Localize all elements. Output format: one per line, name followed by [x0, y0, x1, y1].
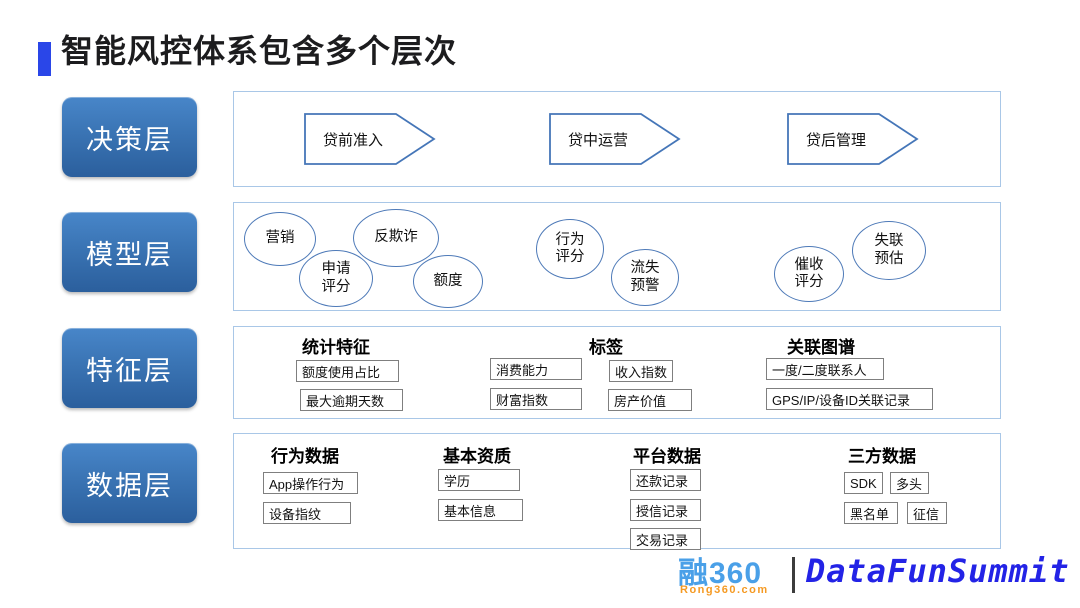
data-item: 交易记录 — [630, 528, 701, 550]
feature-group-header-tags: 标签 — [589, 338, 623, 357]
arrow-shape-icon — [787, 113, 919, 165]
feature-item: 消费能力 — [490, 358, 582, 380]
datafunsummit-logo: DataFunSummit — [806, 552, 1070, 590]
data-item: 征信 — [907, 502, 947, 524]
model-node-apply-score: 申请 评分 — [299, 250, 373, 307]
data-item: 黑名单 — [844, 502, 898, 524]
layer-chip-decision: 决策层 — [62, 97, 197, 177]
feature-item: 财富指数 — [490, 388, 582, 410]
decision-panel: 贷前准入 贷中运营 贷后管理 — [233, 91, 1001, 187]
footer-separator-bar — [792, 557, 795, 593]
data-item: 还款记录 — [630, 469, 701, 491]
stage-label: 贷后管理 — [805, 131, 866, 149]
data-item: 基本信息 — [438, 499, 523, 521]
feature-item: 额度使用占比 — [296, 360, 399, 382]
model-node-behavior-score: 行为 评分 — [536, 219, 604, 279]
arrow-shape-icon — [304, 113, 436, 165]
arrow-shape-icon — [549, 113, 681, 165]
data-item: App操作行为 — [263, 472, 358, 494]
model-node-lost-contact: 失联 预估 — [852, 221, 926, 280]
layer-label: 数据层 — [86, 470, 173, 501]
model-node-antifraud: 反欺诈 — [353, 209, 439, 267]
data-item: 设备指纹 — [263, 502, 351, 524]
feature-item: 收入指数 — [609, 360, 673, 382]
data-item: 学历 — [438, 469, 520, 491]
feature-item: 最大逾期天数 — [300, 389, 403, 411]
rong360-logo: 融360 — [678, 557, 763, 590]
stage-label: 贷中运营 — [567, 131, 628, 149]
feature-item: 房产价值 — [608, 389, 692, 411]
layer-label: 模型层 — [86, 239, 173, 270]
model-node-marketing: 营销 — [244, 212, 316, 266]
model-node-collection-score: 催收 评分 — [774, 246, 844, 302]
stage-label: 贷前准入 — [322, 131, 383, 149]
feature-group-header-graph: 关联图谱 — [787, 338, 855, 357]
layer-chip-data: 数据层 — [62, 443, 197, 523]
feature-panel: 统计特征 额度使用占比 最大逾期天数 标签 消费能力 财富指数 收入指数 房产价… — [233, 326, 1001, 419]
stage-arrow-midloan: 贷中运营 — [549, 113, 681, 165]
data-group-header-basic: 基本资质 — [443, 447, 511, 466]
rong360-logo-subtext: Rong360.com — [680, 584, 769, 596]
data-item: SDK — [844, 472, 883, 494]
model-node-churn-warning: 流失 预警 — [611, 249, 679, 306]
data-group-header-behavior: 行为数据 — [271, 447, 339, 466]
model-panel: 营销 申请 评分 反欺诈 额度 行为 评分 流失 预警 催收 评分 失联 预估 — [233, 202, 1001, 311]
feature-item: 一度/二度联系人 — [766, 358, 884, 380]
layer-label: 特征层 — [86, 355, 173, 386]
stage-arrow-preloan: 贷前准入 — [304, 113, 436, 165]
page-title: 智能风控体系包含多个层次 — [61, 33, 458, 69]
data-panel: 行为数据 App操作行为 设备指纹 基本资质 学历 基本信息 平台数据 还款记录… — [233, 433, 1001, 550]
data-group-header-platform: 平台数据 — [633, 447, 701, 466]
layer-chip-model: 模型层 — [62, 212, 197, 292]
stage-arrow-postloan: 贷后管理 — [787, 113, 919, 165]
data-item: 多头 — [890, 472, 929, 494]
data-group-header-thirdparty: 三方数据 — [848, 447, 916, 466]
layer-label: 决策层 — [86, 124, 173, 155]
feature-group-header-stats: 统计特征 — [302, 338, 370, 357]
layer-chip-feature: 特征层 — [62, 328, 197, 408]
data-item: 授信记录 — [630, 499, 701, 521]
model-node-credit-limit: 额度 — [413, 255, 483, 308]
feature-item: GPS/IP/设备ID关联记录 — [766, 388, 933, 410]
title-accent-bar — [38, 42, 51, 76]
